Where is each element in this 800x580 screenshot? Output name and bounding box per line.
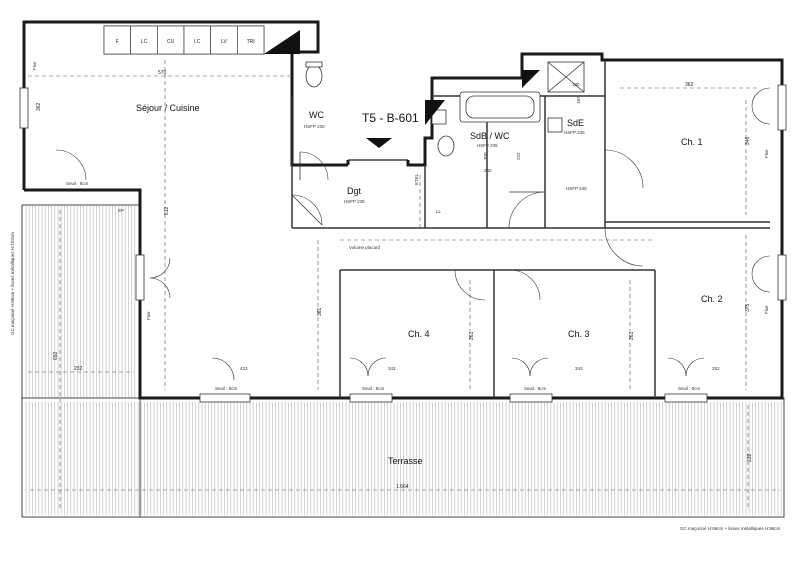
dim-240: 240 xyxy=(484,168,492,173)
kitchen-unit-box xyxy=(156,25,185,55)
doors xyxy=(55,87,771,381)
room-label-sde-hsfp: HSFP 235 xyxy=(564,130,585,135)
dim-570: 570 xyxy=(158,70,167,76)
kitchen-unit-label: CU xyxy=(167,39,175,45)
room-label-ch3: Ch. 3 xyxy=(568,329,590,339)
dim-812: 812 xyxy=(164,206,170,215)
kitchen-unit-label: LC xyxy=(141,39,148,45)
room-label-sejour: Séjour / Cuisine xyxy=(136,103,200,113)
fixe-label-ch1: Fixe xyxy=(764,149,769,158)
dim-423: 423 xyxy=(240,366,248,371)
interior-partitions xyxy=(291,60,770,398)
dim-261-ch3: 261 xyxy=(629,331,635,340)
room-label-ch2: Ch. 2 xyxy=(701,294,723,304)
terrace-decking xyxy=(25,206,782,515)
dim-261-ch4: 261 xyxy=(469,331,475,340)
dim-232-left: 232 xyxy=(74,366,83,372)
dim-362-ch1: 362 xyxy=(685,82,694,88)
unit-label: T5 - B-601 xyxy=(362,111,419,125)
dim-252: 252 xyxy=(712,366,720,371)
room-label-sde: SdE xyxy=(567,118,584,128)
railing-label-left: GC maçonné H:86cm + lisses métalliques H… xyxy=(10,232,15,335)
seuil-label-3: Seuil : 8cm xyxy=(524,386,547,391)
ep-label: EP xyxy=(118,208,124,213)
kitchen-unit-box xyxy=(130,25,158,55)
dim-692: 692 xyxy=(53,351,59,360)
exterior-walls xyxy=(22,20,784,400)
kitchen-counter: F LC CU LC LV TRI xyxy=(103,25,300,55)
room-label-wc-hsfp: HSFP 230 xyxy=(304,124,325,129)
room-label-wc: WC xyxy=(309,110,324,120)
seuil-label-2: Seuil : 8cm xyxy=(362,386,385,391)
kitchen-unit-box xyxy=(210,25,238,55)
fixe-label-ch2: Fixe xyxy=(764,305,769,314)
kitchen-unit-label: LV xyxy=(221,39,227,45)
seuil-label-1: Seuil : 8cm xyxy=(215,386,238,391)
room-label-ll: LL xyxy=(436,209,442,214)
railing-label-bottom: GC maçonné H:86cm + lisses métalliques H… xyxy=(680,526,781,531)
room-label-hsfp-245: HSFP 245 xyxy=(566,186,587,191)
dim-300: 300 xyxy=(483,152,488,160)
kitchen-unit-box xyxy=(183,25,212,55)
dim-343-ch4: 343 xyxy=(388,366,396,371)
fixtures xyxy=(305,61,585,157)
kitchen-unit-label: LC xyxy=(194,39,201,45)
kitchen-unit-label: TRI xyxy=(247,39,255,45)
kitchen-unit-box xyxy=(103,25,132,55)
room-label-dgt: Dgt xyxy=(347,186,362,196)
kitchen-unit-box xyxy=(236,25,265,55)
dim-375: 375 xyxy=(745,303,751,312)
kitchen-unit-label: F xyxy=(116,39,119,45)
dim-232-terrace: 232 xyxy=(747,453,753,462)
room-label-etel: ETEL xyxy=(414,173,419,185)
seuil-label-sejour: Seuil : 8cm xyxy=(66,181,89,186)
fixe-label-top: Fixe xyxy=(32,61,37,70)
windows xyxy=(19,84,787,403)
entry-arrow-icon xyxy=(366,138,392,148)
dim-130: 130 xyxy=(572,82,580,87)
dim-346: 346 xyxy=(745,136,751,145)
room-label-sdb: SdB / WC xyxy=(470,131,510,141)
room-label-dgt-hsfp: HSFP 235 xyxy=(344,199,365,204)
room-label-terrasse: Terrasse xyxy=(388,456,423,466)
dim-222: 222 xyxy=(516,152,521,160)
room-label-ch1: Ch. 1 xyxy=(681,137,703,147)
seuil-label-4: Seuil : 8cm xyxy=(678,386,701,391)
dimension-lines xyxy=(28,60,780,510)
dim-1664: 1.664 xyxy=(396,484,409,490)
dim-362-left: 362 xyxy=(36,102,42,111)
fixe-label-terrace: Fixe xyxy=(146,311,151,320)
room-label-sdb-hsfp: HSFP 235 xyxy=(477,143,498,148)
dim-361: 361 xyxy=(317,307,323,316)
room-label-volume-placard: Volume placard xyxy=(349,245,381,250)
dim-343-ch3: 343 xyxy=(575,366,583,371)
room-label-ch4: Ch. 4 xyxy=(408,329,430,339)
dim-187: 187 xyxy=(576,96,581,104)
